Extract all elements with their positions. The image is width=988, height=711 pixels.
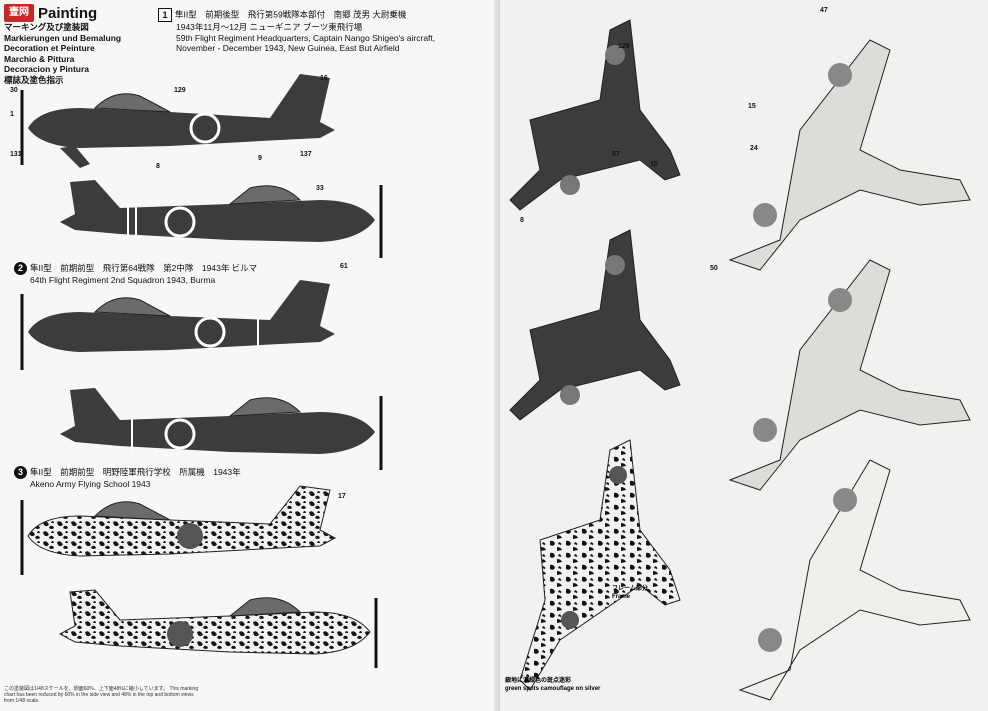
callout-129: 129	[174, 87, 186, 94]
callout-9: 9	[258, 155, 262, 162]
callout-129-r: 129	[618, 43, 630, 50]
entry-1-en2: November - December 1943, New Guinea, Ea…	[176, 43, 400, 53]
entry-3-jp: 隼II型 前期前型 明野陸軍飛行学校 所属機 1943年	[30, 466, 241, 477]
entry-2-jp: 隼II型 前期前型 飛行第64戦隊 第2中隊 1943年 ビルマ	[30, 262, 258, 273]
entry-1-jp: 隼II型 前期後型 飛行第59戦隊本部付 南郷 茂男 大尉乗機	[175, 9, 407, 20]
aircraft-1-starboard-side	[60, 180, 383, 258]
entry-3-en: Akeno Army Flying School 1943	[30, 479, 151, 489]
aircraft-2-bottom-view	[728, 259, 971, 491]
title-lang-es: Decoracion y Pintura	[4, 64, 90, 74]
entry-3-number: 3	[14, 466, 27, 479]
aircraft-3-port-side	[20, 485, 337, 575]
right-page: 129 8 47 50 15 24 57 10 銀地に濃緑色の斑点迷彩 gree…	[500, 0, 988, 711]
callout-8-r: 8	[520, 217, 524, 224]
callout-17: 17	[338, 493, 346, 500]
title-lang-zh: 標誌及塗色指示	[4, 74, 64, 85]
camo-note-jp: 銀地に濃緑色の斑点迷彩	[505, 676, 571, 684]
aircraft-1-bottom-view	[728, 39, 971, 271]
callout-16: 16	[320, 75, 328, 82]
entry-1-number: 1	[158, 8, 172, 22]
callout-33: 33	[316, 185, 324, 192]
title-lang-jp: マーキング及び塗装図	[4, 22, 89, 32]
callout-47: 47	[820, 7, 828, 14]
camo-note: green spots camouflage on silver	[505, 686, 601, 692]
entry-1-jp2: 1943年11月～12月 ニューギニア ブーツ東飛行場	[176, 22, 363, 32]
page-title: Painting	[38, 4, 98, 22]
left-page: 壹网 Painting マーキング及び塗装図 Markierungen und …	[4, 4, 458, 704]
callout-30: 30	[10, 87, 18, 94]
painting-header: 壹网 Painting マーキング及び塗装図 Markierungen und …	[4, 4, 154, 85]
aircraft-2-starboard-side	[60, 388, 383, 470]
callout-131: 131	[10, 151, 22, 158]
footnote: この塗装図は1/48スケールを、側面60%、上下面48%に縮小しています。 Th…	[4, 686, 199, 704]
site-logo: 壹网	[4, 4, 34, 22]
callout-15: 15	[748, 103, 756, 110]
aircraft-1-port-side	[20, 74, 335, 168]
callout-1: 1	[10, 111, 14, 118]
callout-labels-left: 30 129 16 1 131 8 9 137 61 33 17	[10, 75, 348, 500]
callout-labels-right: 129 8 47 50 15 24 57 10	[520, 7, 828, 272]
callout-24: 24	[750, 145, 758, 152]
callout-137: 137	[300, 151, 312, 158]
side-views: 30 129 16 1 131 8 9 137 61 33 17	[10, 74, 383, 668]
aircraft-2-port-side	[20, 280, 335, 370]
callout-61: 61	[340, 263, 348, 270]
aircraft-3-top-view	[519, 439, 681, 691]
aircraft-1-top-view	[509, 19, 681, 211]
callout-10: 10	[650, 161, 658, 168]
entry-1-en: 59th Flight Regiment Headquarters, Capta…	[176, 32, 436, 43]
plan-views: 129 8 47 50 15 24 57 10 銀地に濃緑色の斑点迷彩 gree…	[505, 7, 971, 701]
aircraft-3-bottom-view	[738, 459, 971, 701]
title-lang-it: Marchio & Pittura	[4, 53, 75, 64]
callout-57: 57	[612, 151, 620, 158]
frame-label-jp: フレーム部分	[612, 584, 648, 592]
title-lang-de: Markierungen und Bemalung	[4, 32, 122, 43]
aircraft-3-starboard-side	[58, 589, 378, 668]
aircraft-2-top-view	[509, 229, 681, 421]
entry-2-number: 2	[14, 262, 27, 275]
title-lang-fr: Decoration et Peinture	[4, 43, 95, 53]
frame-label: Frame	[612, 594, 631, 600]
entry-2-en: 64th Flight Regiment 2nd Squadron 1943, …	[30, 275, 216, 285]
callout-50: 50	[710, 265, 718, 272]
callout-8: 8	[156, 163, 160, 170]
